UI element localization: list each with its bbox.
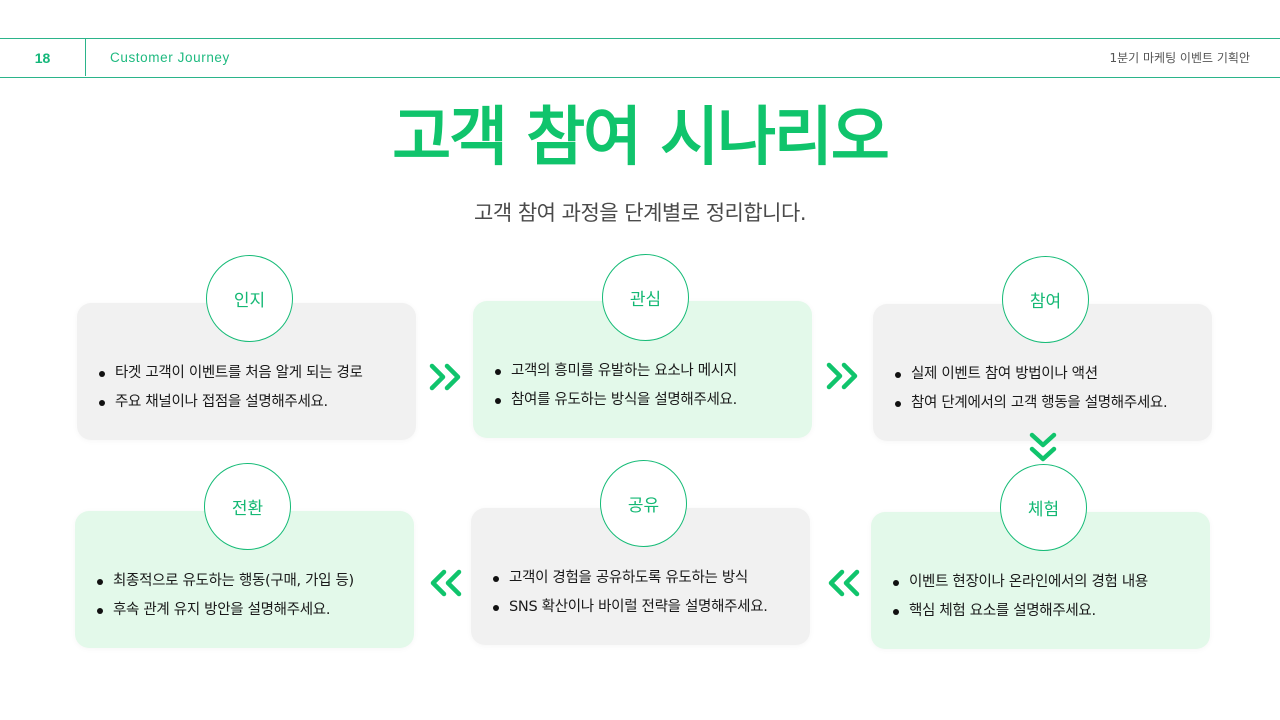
bullet-item: 주요 채널이나 접점을 설명해주세요. [99,388,363,417]
bullet-list: 실제 이벤트 참여 방법이나 액션 참여 단계에서의 고객 행동을 설명해주세요… [895,360,1168,418]
stage-badge-conversion: 전환 [204,463,291,550]
stage-badge-experience: 체험 [1000,464,1087,551]
bullet-item: 실제 이벤트 참여 방법이나 액션 [895,360,1167,389]
stage-card-interest: 고객의 흥미를 유발하는 요소나 메시지 참여를 유도하는 방식을 설명해주세요… [473,301,812,438]
stage-card-conversion: 최종적으로 유도하는 행동(구매, 가입 등) 후속 관계 유지 방안을 설명해… [75,511,414,648]
double-chevron-right-icon [825,361,861,391]
bullet-item: 참여 단계에서의 고객 행동을 설명해주세요. [895,389,1168,418]
bullet-list: 고객의 흥미를 유발하는 요소나 메시지 참여를 유도하는 방식을 설명해주세요… [495,357,737,415]
stage-label: 체험 [1027,500,1060,520]
bullet-list: 최종적으로 유도하는 행동(구매, 가입 등) 후속 관계 유지 방안을 설명해… [97,567,354,625]
bullet-list: 이벤트 현장이나 온라인에서의 경험 내용 핵심 체험 요소를 설명해주세요. [893,568,1148,626]
bullet-item: 이벤트 현장이나 온라인에서의 경험 내용 [893,568,1148,597]
bullet-item: SNS 확산이나 바이럴 전략을 설명해주세요. [493,593,768,622]
stage-badge-sharing: 공유 [600,460,687,547]
stage-card-participation: 실제 이벤트 참여 방법이나 액션 참여 단계에서의 고객 행동을 설명해주세요… [873,304,1212,441]
bullet-item: 후속 관계 유지 방안을 설명해주세요. [97,596,354,625]
stage-badge-participation: 참여 [1002,256,1089,343]
double-chevron-left-icon [825,568,861,598]
double-chevron-left-icon [427,568,463,598]
stage-badge-awareness: 인지 [206,255,293,342]
double-chevron-right-icon [428,362,464,392]
stage-label: 관심 [629,290,662,310]
bullet-list: 고객이 경험을 공유하도록 유도하는 방식 SNS 확산이나 바이럴 전략을 설… [493,564,768,622]
bullet-item: 참여를 유도하는 방식을 설명해주세요. [495,386,737,415]
bullet-item: 최종적으로 유도하는 행동(구매, 가입 등) [97,567,354,596]
bullet-item: 핵심 체험 요소를 설명해주세요. [893,597,1148,626]
bullet-item: 고객의 흥미를 유발하는 요소나 메시지 [495,357,737,386]
double-chevron-down-icon [1028,431,1058,467]
page-subtitle: 고객 참여 과정을 단계별로 정리합니다. [474,201,807,225]
page-number: 18 [0,39,86,76]
document-title: 1분기 마케팅 이벤트 기획안 [1109,51,1250,65]
section-label: Customer Journey [110,50,230,65]
bullet-item: 고객이 경험을 공유하도록 유도하는 방식 [493,564,768,593]
page-title: 고객 참여 시나리오 [392,101,890,175]
stage-label: 인지 [233,291,266,311]
bullet-list: 타겟 고객이 이벤트를 처음 알게 되는 경로 주요 채널이나 접점을 설명해주… [99,359,363,417]
bullet-item: 타겟 고객이 이벤트를 처음 알게 되는 경로 [99,359,363,388]
stage-badge-interest: 관심 [602,254,689,341]
stage-label: 전환 [231,499,264,519]
slide-header: 18 Customer Journey 1분기 마케팅 이벤트 기획안 [0,38,1280,78]
stage-label: 참여 [1029,292,1062,312]
stage-label: 공유 [627,496,660,516]
